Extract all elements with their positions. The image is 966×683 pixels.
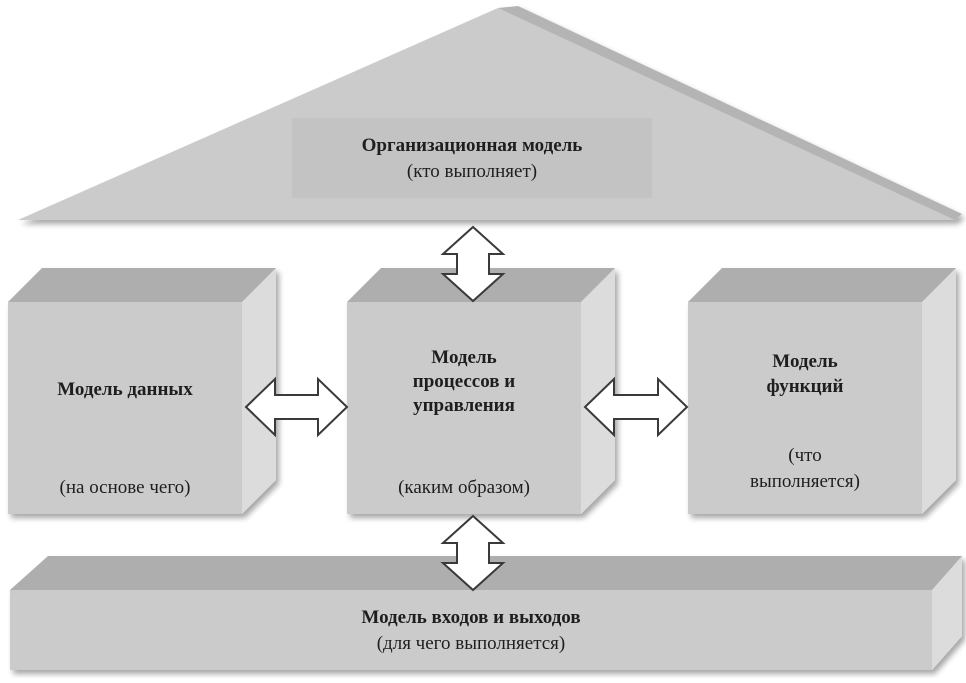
- block-function-model: [688, 268, 956, 514]
- function-model-subtitle-1: (что: [788, 445, 822, 466]
- function-model-title-1: Модель: [772, 351, 838, 372]
- process-model-title-2: процессов и: [412, 371, 516, 392]
- roof-subtitle: (кто выполняет): [406, 161, 538, 182]
- block-data-model-top: [8, 268, 276, 302]
- roof-title: Организационная модель: [361, 135, 583, 156]
- arrow-process-base: [440, 514, 506, 592]
- block-data-model-front: [8, 302, 242, 514]
- block-process-model-side: [581, 268, 615, 514]
- process-model-title-1: Модель: [431, 347, 497, 368]
- block-process-model-front: [347, 302, 581, 514]
- roof-organizational-model: [18, 6, 962, 220]
- arrow-process-function: [583, 376, 689, 438]
- block-process-model: [347, 268, 615, 514]
- base-io-model: [10, 556, 962, 670]
- process-model-subtitle: (каким образом): [398, 477, 530, 498]
- base-side: [932, 556, 962, 670]
- block-function-model-front: [688, 302, 922, 514]
- process-model-title-3: управления: [413, 395, 515, 416]
- function-model-subtitle-2: выполняется): [749, 471, 860, 492]
- roof-front: [18, 8, 955, 220]
- roof-label-panel: [292, 118, 652, 198]
- block-data-model: [8, 268, 276, 514]
- block-function-model-side: [922, 268, 956, 514]
- base-subtitle: (для чего выполняется): [376, 633, 566, 654]
- function-model-title-2: функций: [766, 376, 844, 397]
- data-model-title: Модель данных: [57, 379, 193, 400]
- data-model-subtitle: (на основе чего): [59, 477, 191, 498]
- base-front: [10, 590, 932, 670]
- block-data-model-side: [242, 268, 276, 514]
- arrow-roof-process: [440, 225, 506, 303]
- block-function-model-top: [688, 268, 956, 302]
- arrow-data-process: [244, 376, 349, 438]
- roof-top-face: [498, 6, 962, 220]
- base-title: Модель входов и выходов: [361, 607, 581, 628]
